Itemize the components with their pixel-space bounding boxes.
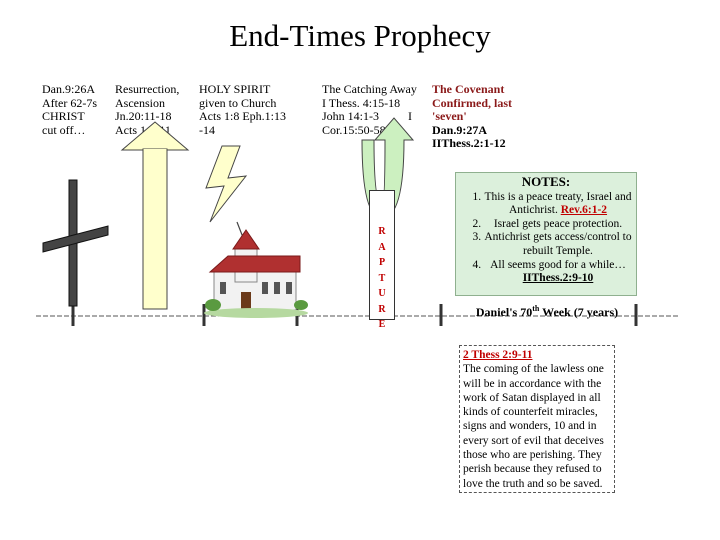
note-ref-link: IIThess.2:9-10 (522, 272, 594, 285)
passage-ref: 2 Thess 2:9-11 (463, 349, 533, 361)
church-icon (204, 229, 308, 318)
column-resurrection: Resurrection, Ascension Jn.20:11-18 Acts… (115, 82, 180, 137)
column-covenant: The Covenant Confirmed, last 'seven' Dan… (432, 82, 512, 150)
lightning-bolt-icon (205, 145, 248, 223)
note-item: Israel gets peace protection. (484, 218, 632, 232)
passage-text: The coming of the lawless one will be in… (463, 363, 604, 490)
note-item: All seems good for a while… IIThess.2:9-… (484, 259, 632, 286)
rapture-box: R A P T U R E (369, 190, 395, 330)
note-ref-link: Rev.6:1-2 (560, 204, 608, 217)
notes-box: NOTES: This is a peace treaty, Israel an… (455, 172, 637, 296)
note-item: This is a peace treaty, Israel and Antic… (484, 191, 632, 218)
stray-letter: I (408, 109, 412, 123)
notes-list: This is a peace treaty, Israel and Antic… (456, 191, 636, 286)
week-label: Daniel's 70th Week (7 years) (475, 304, 619, 319)
scripture-passage-box: 2 Thess 2:9-11 The coming of the lawless… (459, 345, 615, 493)
column-holy-spirit: HOLY SPIRIT given to Church Acts 1:8 Eph… (199, 82, 286, 137)
notes-title: NOTES: (521, 174, 571, 189)
page-title: End-Times Prophecy (229, 18, 491, 53)
ascension-arrow-icon (120, 121, 190, 310)
column-catching-away: The Catching Away I Thess. 4:15-18 John … (322, 82, 417, 137)
column-christ-cut-off: Dan.9:26A After 62-7s CHRIST cut off… (42, 82, 97, 137)
note-item: Antichrist gets access/control to rebuil… (484, 231, 632, 258)
cross-icon (42, 179, 109, 307)
